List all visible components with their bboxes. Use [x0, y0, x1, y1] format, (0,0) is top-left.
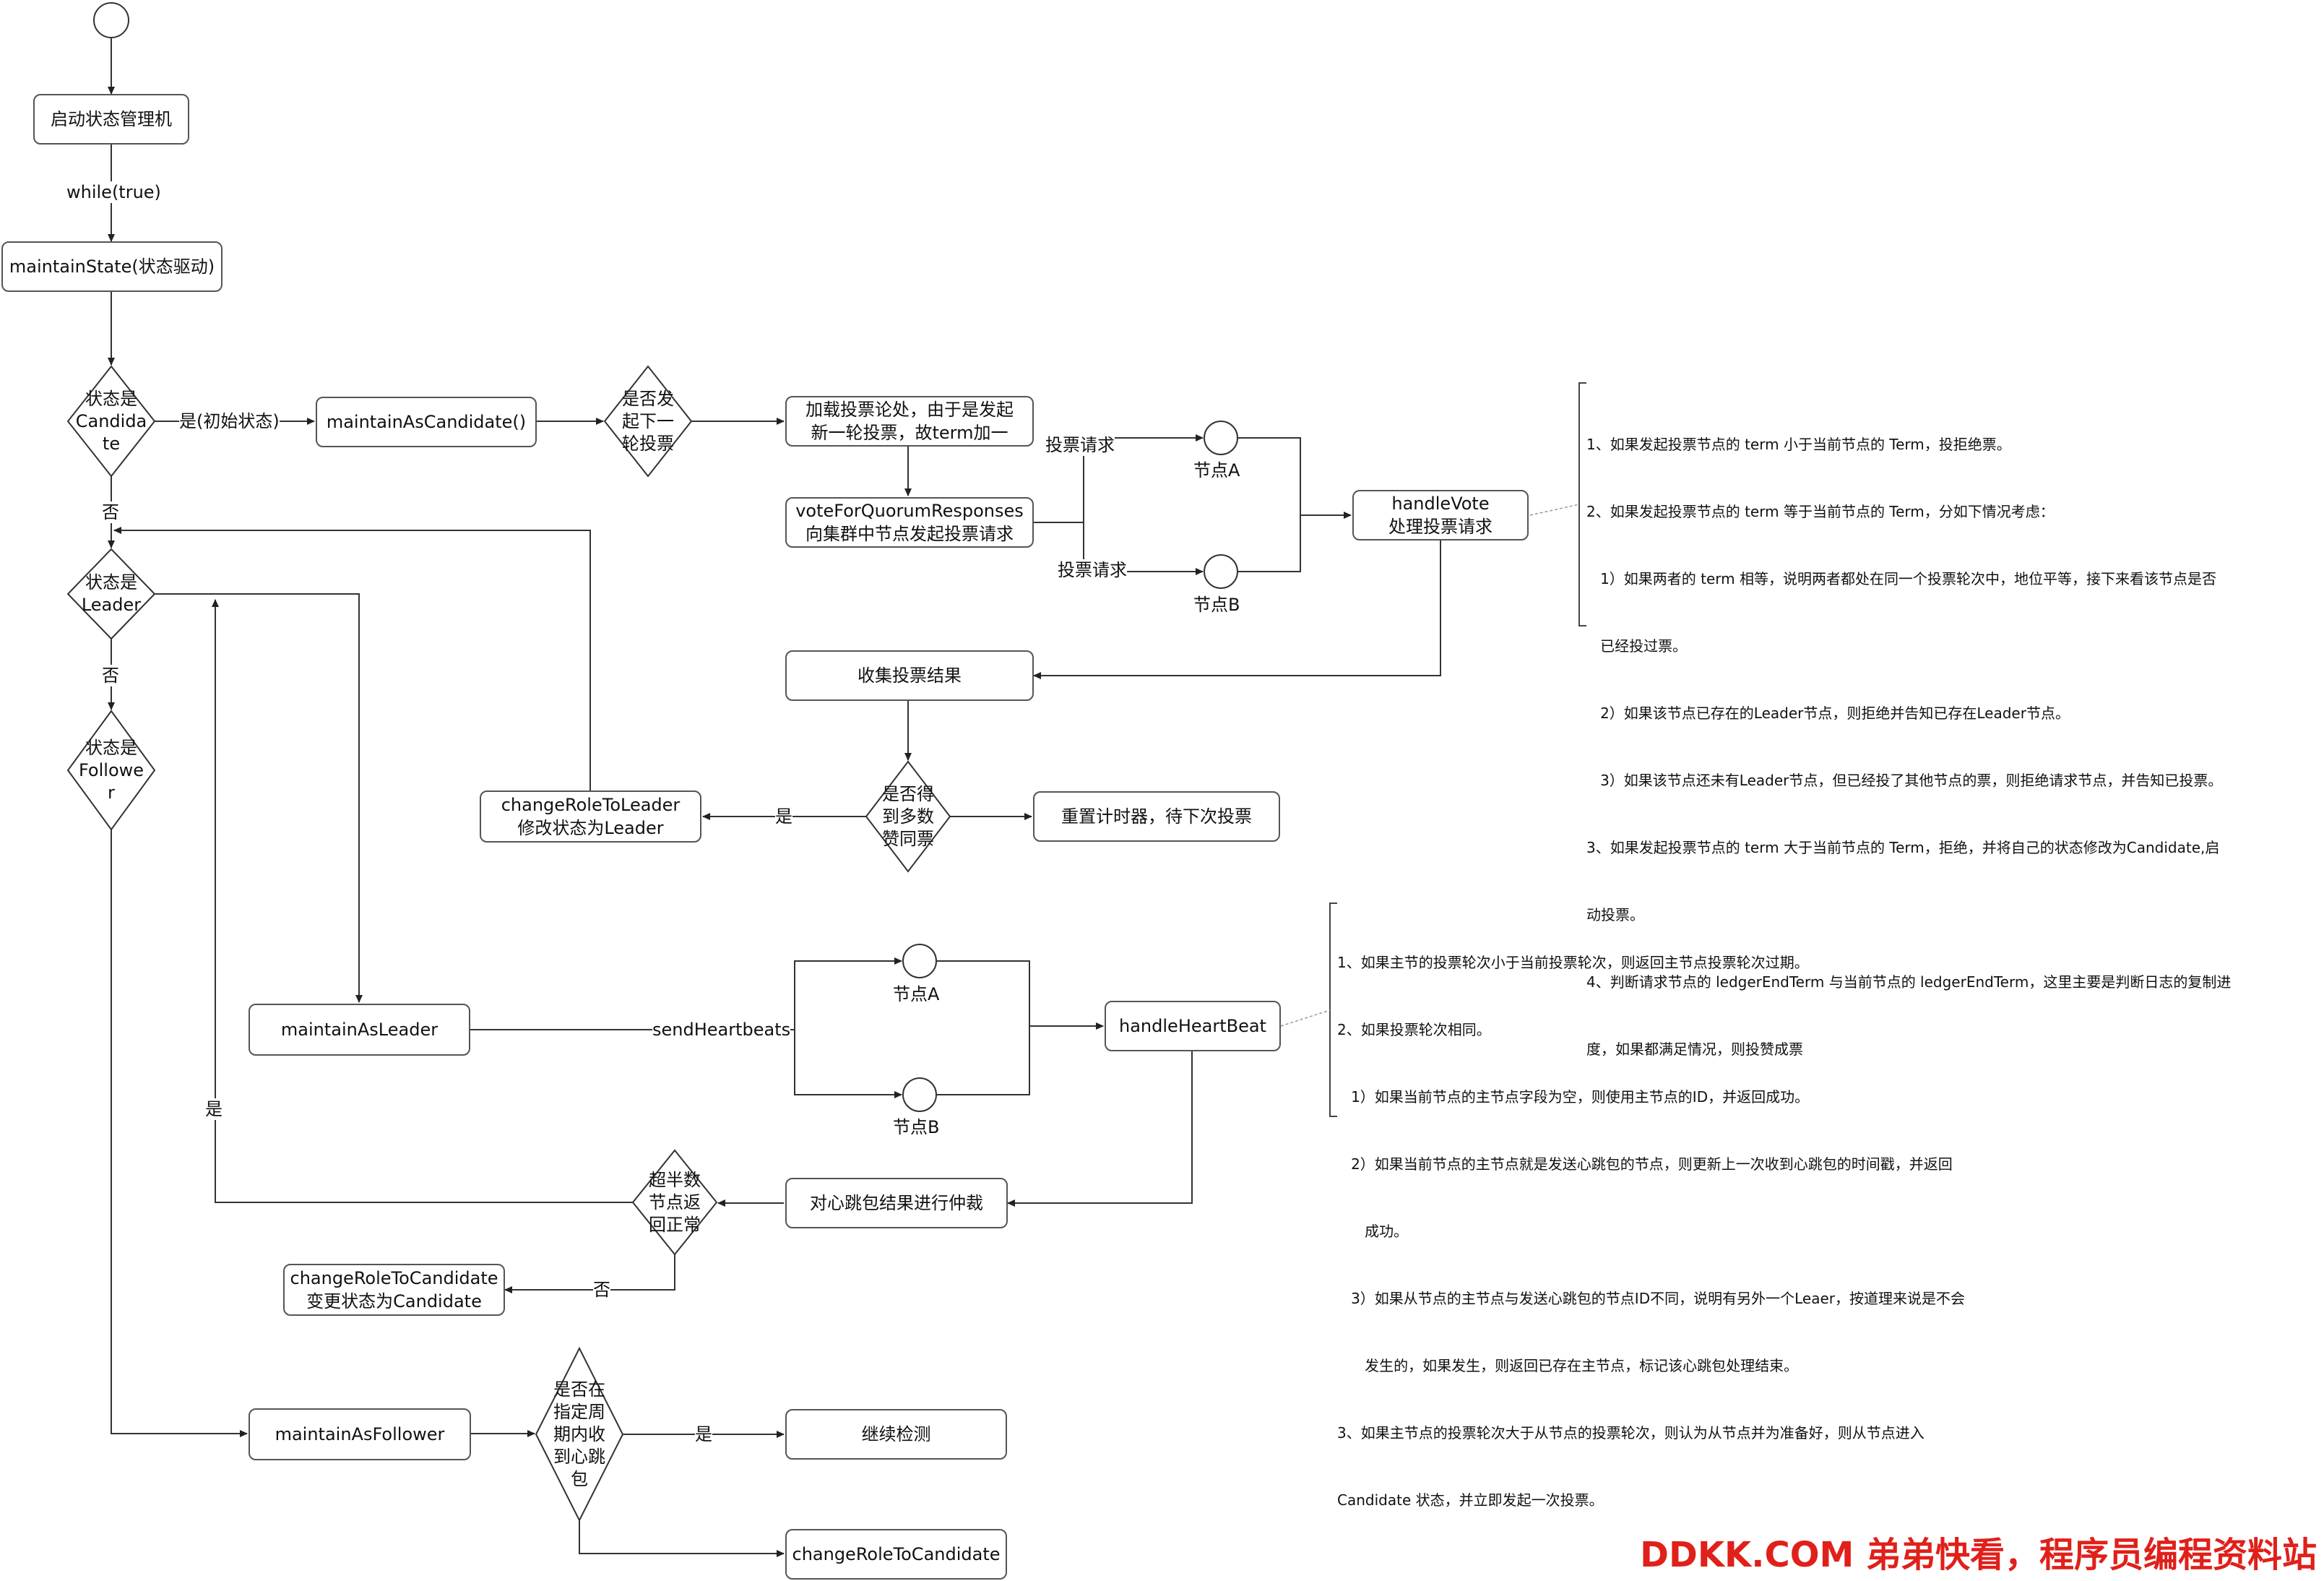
- node-change-to-leader: changeRoleToLeader 修改状态为Leader: [480, 790, 701, 843]
- note-heartbeat-line: 发生的，如果发生，则返回已存在主节点，标记该心跳包处理结束。: [1337, 1357, 1799, 1374]
- edge-a-to-hv: [1237, 437, 1301, 515]
- node-maintain-state: maintainState(状态驱动): [1, 241, 223, 292]
- label-node-b-vote: 节点B: [1193, 594, 1240, 616]
- edge-leader-right: [155, 593, 363, 1003]
- circle-node-b-hb: [902, 1077, 937, 1112]
- edge-label-send-heartbeats: sendHeartbeats: [652, 1019, 791, 1041]
- node-maintain-as-follower: maintainAsFollower: [249, 1408, 471, 1460]
- node-handle-heartbeat: handleHeartBeat: [1105, 1001, 1281, 1051]
- edge-label-while-true: while(true): [66, 181, 161, 203]
- diamond-text-is-follower: 状态是 Followe r: [78, 737, 144, 803]
- edge-label-no-2: 否: [102, 665, 119, 686]
- diamond-text-heartbeat-in-period: 是否在 指定周 期内收 到心跳 包: [553, 1379, 605, 1489]
- edge-period-no: [579, 1520, 785, 1557]
- note-bracket-heartbeat: [1329, 902, 1337, 1117]
- note-vote-line: 2、如果发起投票节点的 term 等于当前节点的 Term，分如下情况考虑：: [1586, 503, 2055, 520]
- note-vote-line: 动投票。: [1586, 906, 1644, 923]
- diamond-text-majority-vote: 是否得 到多数 赞同票: [882, 783, 934, 849]
- node-change-to-candidate-2: changeRoleToCandidate: [785, 1529, 1007, 1580]
- edge-hv-to-collect: [1033, 540, 1441, 679]
- edge-label-vote-req-2: 投票请求: [1058, 559, 1127, 581]
- node-vote-for-quorum: voteForQuorumResponses 向集群中节点发起投票请求: [785, 497, 1034, 548]
- edge-label-yes-initial: 是(初始状态): [179, 410, 280, 432]
- circle-node-a-vote: [1204, 421, 1238, 455]
- edge-label-vote-req-1: 投票请求: [1045, 434, 1115, 456]
- edge-hhb-to-arbitrate: [1007, 1051, 1193, 1207]
- note-heartbeat-line: 2、如果投票轮次相同。: [1337, 1021, 1491, 1038]
- note-vote-line: 1）如果两者的 term 相等，说明两者都处在同一个投票轮次中，地位平等，接下来…: [1586, 570, 2217, 587]
- diamond-majority-vote: [865, 760, 951, 873]
- note-vote-line: 3、如果发起投票节点的 term 大于当前节点的 Term，拒绝，并将自己的状态…: [1586, 839, 2220, 856]
- watermark: DDKK.COM 弟弟快看，程序员编程资料站: [1640, 1535, 2317, 1575]
- note-heartbeat-rules: 1、如果主节的投票轮次小于当前投票轮次，则返回主节点投票轮次过期。 2、如果投票…: [1337, 907, 2067, 1534]
- note-vote-line: 度，如果都满足情况，则投赞成票: [1586, 1041, 1803, 1058]
- node-arbitrate-heartbeat: 对心跳包结果进行仲裁: [785, 1178, 1008, 1228]
- node-load-vote: 加载投票论处，由于是发起 新一轮投票，故term加一: [785, 396, 1034, 447]
- note-heartbeat-line: 1）如果当前节点的主节点字段为空，则使用主节点的ID，并返回成功。: [1337, 1088, 1810, 1106]
- node-handle-vote: handleVote 处理投票请求: [1352, 490, 1529, 540]
- edge-hba-to-merge: [936, 960, 1030, 1095]
- edge-hb-yes-loop: [212, 599, 633, 1203]
- edge-label-yes-continue: 是: [695, 1423, 712, 1445]
- label-node-b-hb: 节点B: [893, 1116, 940, 1138]
- circle-node-a-hb: [902, 944, 937, 978]
- node-start-state-machine: 启动状态管理机: [33, 94, 189, 145]
- edge-hb-no: [504, 1254, 675, 1293]
- note-vote-line: 2）如果该节点已存在的Leader节点，则拒绝并告知已存在Leader节点。: [1586, 705, 2070, 722]
- diamond-text-next-round: 是否发 起下一 轮投票: [622, 388, 674, 454]
- note-heartbeat-line: 2）如果当前节点的主节点就是发送心跳包的节点，则更新上一次收到心跳包的时间戳，并…: [1337, 1155, 1953, 1173]
- node-maintain-as-leader: maintainAsLeader: [249, 1004, 470, 1056]
- label-node-a-hb: 节点A: [893, 983, 940, 1005]
- node-maintain-as-candidate: maintainAsCandidate(): [316, 397, 537, 447]
- note-vote-line: 1、如果发起投票节点的 term 小于当前节点的 Term，投拒绝票。: [1586, 436, 2011, 453]
- note-heartbeat-line: Candidate 状态，并立即发起一次投票。: [1337, 1491, 1604, 1509]
- edge-hb-to-b: [794, 1030, 902, 1098]
- diamond-text-is-candidate: 状态是 Candida te: [75, 388, 147, 454]
- note-heartbeat-line: 3、如果主节点的投票轮次大于从节点的投票轮次，则认为从节点并为准备好，则从节点进…: [1337, 1424, 1925, 1442]
- start-node: [93, 2, 129, 38]
- edge-b-to-hv: [1237, 515, 1301, 572]
- edge-label-no-1: 否: [102, 501, 119, 523]
- edge-label-yes-leader: 是: [775, 806, 792, 827]
- edge-leader-to-top: [113, 527, 591, 790]
- node-change-to-candidate-1: changeRoleToCandidate 变更状态为Candidate: [283, 1264, 505, 1316]
- note-connector-heartbeat: [1280, 1009, 1331, 1027]
- note-heartbeat-line: 3）如果从节点的主节点与发送心跳包的节点ID不同，说明有另外一个Leaer，按道…: [1337, 1290, 1965, 1307]
- diamond-text-is-leader: 状态是 Leader: [81, 572, 142, 615]
- diamond-text-majority-heartbeat: 超半数 节点返 回正常: [649, 1169, 701, 1235]
- edge-hb-to-a: [794, 957, 902, 1030]
- note-vote-line: 3）如果该节点还未有Leader节点，但已经投了其他节点的票，则拒绝请求节点，并…: [1586, 772, 2223, 789]
- note-vote-rules: 1、如果发起投票节点的 term 小于当前节点的 Term，投拒绝票。 2、如果…: [1586, 389, 2316, 1083]
- node-reset-timer: 重置计时器，待下次投票: [1033, 791, 1280, 842]
- note-vote-line: 4、判断请求节点的 ledgerEndTerm 与当前节点的 ledgerEnd…: [1586, 973, 2232, 991]
- note-bracket-vote: [1578, 382, 1586, 626]
- node-collect-votes: 收集投票结果: [785, 650, 1034, 701]
- edge-label-yes-loop: 是: [205, 1098, 223, 1120]
- edge-label-no-candidate: 否: [593, 1279, 610, 1301]
- note-heartbeat-line: 成功。: [1337, 1223, 1409, 1240]
- label-node-a-vote: 节点A: [1193, 460, 1240, 481]
- note-connector-vote: [1529, 504, 1580, 516]
- note-vote-line: 已经投过票。: [1586, 637, 1688, 655]
- node-continue-detect: 继续检测: [785, 1409, 1007, 1460]
- circle-node-b-vote: [1204, 554, 1238, 589]
- diamond-next-round: [603, 365, 693, 478]
- edge-follower-down: [111, 830, 248, 1437]
- note-heartbeat-line: 1、如果主节的投票轮次小于当前投票轮次，则返回主节点投票轮次过期。: [1337, 954, 1809, 971]
